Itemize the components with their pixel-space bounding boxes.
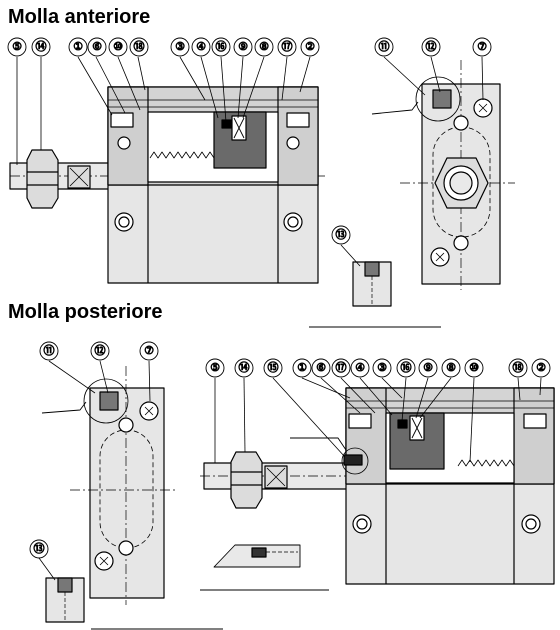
callout-circle bbox=[29, 539, 49, 559]
rear-end-view bbox=[41, 366, 175, 605]
callout-circle bbox=[531, 358, 551, 378]
callout-circle bbox=[508, 358, 528, 378]
callout-circle bbox=[191, 37, 211, 57]
rear-leader-lines bbox=[214, 377, 542, 463]
callout-label: ② bbox=[305, 41, 315, 53]
front-detail-circle bbox=[415, 76, 461, 122]
callout-circle bbox=[254, 37, 274, 57]
callout-label: ⑬ bbox=[336, 228, 347, 241]
rear-mount-screw-left bbox=[352, 514, 372, 534]
callout-circle bbox=[300, 37, 320, 57]
callout-label: ⑪ bbox=[44, 344, 55, 357]
callout-circle bbox=[7, 37, 27, 57]
callout-circle bbox=[39, 341, 59, 361]
callout-label: ⑤ bbox=[210, 362, 220, 374]
callout-circle bbox=[350, 358, 370, 378]
callout-circle bbox=[129, 37, 149, 57]
callout-label: ⑦ bbox=[477, 41, 487, 53]
callout-circle bbox=[87, 37, 107, 57]
callout-circle bbox=[108, 37, 128, 57]
front-head-cover bbox=[107, 86, 149, 186]
callout-label: ⑮ bbox=[268, 361, 279, 374]
rear-detail-13 bbox=[38, 557, 85, 623]
callout-circle bbox=[31, 37, 51, 57]
callout-label: ⑩ bbox=[113, 41, 123, 53]
callout-label: ⑧ bbox=[446, 362, 456, 374]
callout-label: ⑭ bbox=[36, 40, 47, 53]
callout-label: ⑰ bbox=[282, 40, 293, 53]
rear-detail-circle bbox=[83, 378, 129, 424]
callout-label: ⑨ bbox=[238, 41, 248, 53]
callout-circle bbox=[464, 358, 484, 378]
callout-circle bbox=[311, 358, 331, 378]
rear-rod-cover bbox=[345, 387, 387, 485]
rear-cylinder-section bbox=[200, 387, 555, 585]
front-spring bbox=[149, 151, 215, 159]
callout-circle bbox=[211, 37, 231, 57]
callout-label: ⑱ bbox=[134, 40, 145, 53]
callout-label: ⑫ bbox=[95, 344, 106, 357]
callout-label: ⑥ bbox=[316, 362, 326, 374]
callout-circle bbox=[90, 341, 110, 361]
callout-circle bbox=[418, 358, 438, 378]
callout-circle bbox=[170, 37, 190, 57]
callout-label: ⑯ bbox=[401, 361, 412, 374]
rear-spring bbox=[457, 459, 515, 467]
callout-circle bbox=[205, 358, 225, 378]
callout-label: ⑱ bbox=[513, 361, 524, 374]
callout-label: ⑩ bbox=[469, 362, 479, 374]
callout-circle bbox=[331, 358, 351, 378]
front-cylinder-section bbox=[9, 86, 325, 284]
callout-circle bbox=[441, 358, 461, 378]
front-end-view bbox=[371, 60, 515, 290]
callout-circle bbox=[292, 358, 312, 378]
callout-label: ⑨ bbox=[423, 362, 433, 374]
callout-label: ① bbox=[297, 362, 307, 374]
callout-circle bbox=[472, 37, 492, 57]
front-detail-13 bbox=[340, 244, 392, 307]
callout-label: ⑧ bbox=[259, 41, 269, 53]
callout-label: ④ bbox=[196, 41, 206, 53]
callout-label: ⑭ bbox=[239, 361, 250, 374]
callout-label: ② bbox=[536, 362, 546, 374]
front-leader-lines bbox=[16, 56, 311, 165]
callout-circle bbox=[139, 341, 159, 361]
callout-label: ① bbox=[73, 41, 83, 53]
callout-circle bbox=[396, 358, 416, 378]
callout-circle bbox=[277, 37, 297, 57]
callout-label: ⑫ bbox=[426, 40, 437, 53]
callout-label: ③ bbox=[377, 362, 387, 374]
callout-label: ⑪ bbox=[379, 40, 390, 53]
callout-circle bbox=[374, 37, 394, 57]
callout-label: ⑰ bbox=[336, 361, 347, 374]
callout-label: ⑬ bbox=[34, 542, 45, 555]
front-mount-screw-left bbox=[114, 212, 134, 232]
callout-label: ⑥ bbox=[92, 41, 102, 53]
callout-circle bbox=[233, 37, 253, 57]
callout-label: ⑦ bbox=[144, 345, 154, 357]
callout-label: ⑯ bbox=[216, 40, 227, 53]
rear-head-cover bbox=[513, 387, 555, 485]
callout-circle bbox=[331, 225, 351, 245]
front-mount-screw-right bbox=[283, 212, 303, 232]
callout-circle bbox=[372, 358, 392, 378]
front-rod-cover bbox=[277, 86, 319, 186]
rear-seal-detail bbox=[200, 544, 329, 591]
rear-mount-screw-right bbox=[521, 514, 541, 534]
callout-label: ④ bbox=[355, 362, 365, 374]
rear-rod-nut bbox=[230, 451, 263, 509]
callout-circle bbox=[68, 37, 88, 57]
callout-circle bbox=[421, 37, 441, 57]
callout-label: ③ bbox=[175, 41, 185, 53]
callout-label: ⑤ bbox=[12, 41, 22, 53]
front-spring-title: Molla anteriore bbox=[8, 6, 151, 28]
callout-circle bbox=[234, 358, 254, 378]
rear-spring-title: Molla posteriore bbox=[8, 301, 163, 323]
front-rod-nut bbox=[26, 149, 59, 209]
callout-circle bbox=[263, 358, 283, 378]
